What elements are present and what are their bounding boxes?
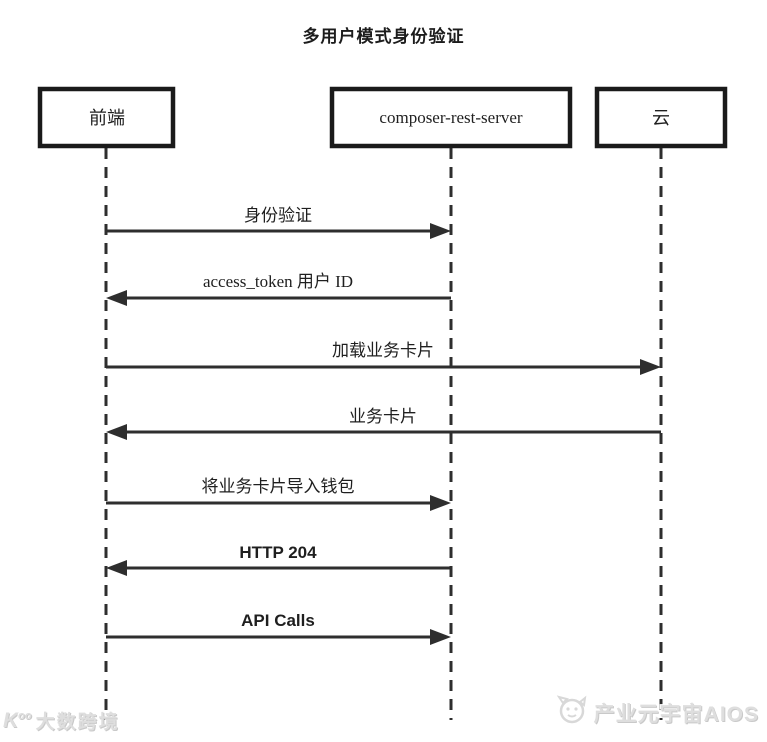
actor-box-cloud: 云 [594, 86, 728, 149]
message-authenticate-label: 身份验证 [244, 206, 312, 225]
watermark-right-text: 产业元宇宙AIOS [593, 703, 759, 726]
actor-rect-frontend [37, 86, 176, 149]
actor-rect-composer-rest-server [329, 86, 573, 149]
actor-rect-cloud [594, 86, 728, 149]
watermark-bottom-right: 产业元宇宙AIOS [554, 694, 759, 732]
arrowhead-left-icon [106, 560, 127, 576]
message-api-calls-label: API Calls [241, 611, 315, 630]
message-authenticate: 身份验证 [106, 206, 451, 239]
actor-box-composer-rest-server: composer-rest-server [329, 86, 573, 149]
actor-box-frontend: 前端 [37, 86, 176, 149]
arrowhead-right-icon [430, 495, 451, 511]
arrowhead-left-icon [106, 424, 127, 440]
arrowhead-right-icon [430, 223, 451, 239]
message-load-business-card-label: 加载业务卡片 [332, 341, 434, 360]
arrowhead-right-icon [430, 629, 451, 645]
message-load-business-card: 加载业务卡片 [106, 341, 661, 375]
watermark-left-text: 大数跨境 [35, 712, 120, 733]
message-business-card-label: 业务卡片 [349, 407, 417, 426]
dashu-logo-icon: Koo [3, 708, 32, 732]
actor-label-cloud: 云 [652, 108, 670, 128]
message-api-calls: API Calls [106, 611, 451, 645]
arrowhead-right-icon [640, 359, 661, 375]
message-access-token: access_token 用户 ID [106, 272, 451, 306]
diagram-title: 多用户模式身份验证 [302, 27, 465, 46]
watermark-bottom-left: Koo 大数跨境 [3, 707, 120, 734]
message-http-204-label: HTTP 204 [239, 543, 317, 562]
message-http-204: HTTP 204 [106, 543, 451, 576]
message-access-token-label: access_token 用户 ID [203, 272, 353, 291]
message-business-card: 业务卡片 [106, 407, 661, 440]
mascot-icon [554, 694, 588, 732]
actor-label-composer-rest-server: composer-rest-server [379, 108, 522, 127]
arrowhead-left-icon [106, 290, 127, 306]
actor-label-frontend: 前端 [89, 108, 125, 128]
message-import-card-to-wallet-label: 将业务卡片导入钱包 [202, 477, 355, 496]
message-import-card-to-wallet: 将业务卡片导入钱包 [106, 477, 451, 511]
